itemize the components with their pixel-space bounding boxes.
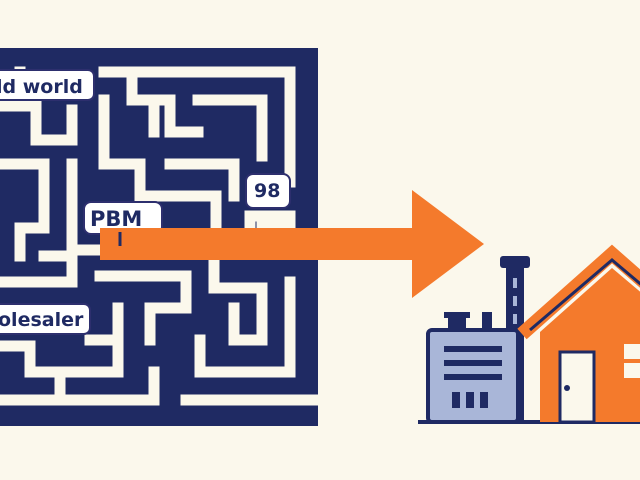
factory-building: [426, 256, 530, 424]
house: [517, 244, 640, 424]
label-pbm: PBM: [83, 201, 163, 235]
arrow-shape: [100, 190, 484, 298]
label-wholesaler-text: olesaler: [0, 309, 84, 331]
label-world: ld world: [0, 69, 95, 101]
factory-windows: [444, 346, 502, 408]
label-number: 98: [245, 173, 291, 209]
house-window: [624, 344, 640, 378]
label-wholesaler: olesaler: [0, 303, 91, 335]
house-door-knob: [564, 385, 570, 391]
maze-paths: [0, 66, 324, 406]
label-pbm-text: PBM: [90, 207, 142, 231]
label-world-text: ld world: [0, 76, 83, 98]
house-roof: [517, 244, 640, 340]
arrow: [100, 190, 484, 298]
label-number-text: 98: [254, 180, 280, 202]
